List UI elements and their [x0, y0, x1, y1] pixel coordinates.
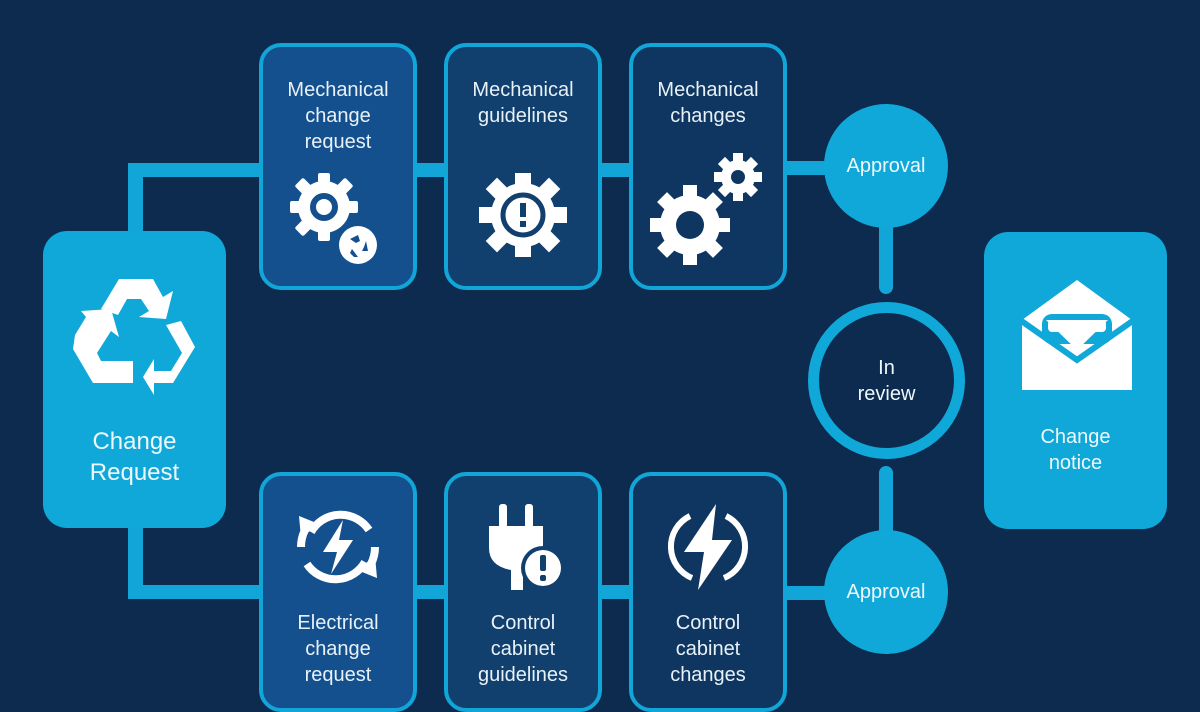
- change-request-label: Change Request: [89, 428, 180, 486]
- gear-with-cycle-icon: [290, 173, 380, 267]
- step-electrical-change-request[interactable]: Electrical change request: [259, 472, 417, 712]
- lightning-circle-icon: [667, 504, 749, 590]
- step-label: Control cabinet changes: [670, 612, 746, 686]
- step-mechanical-change-request[interactable]: Mechanical change request: [259, 43, 417, 290]
- step-label: Mechanical changes: [657, 79, 759, 127]
- step-label: Mechanical guidelines: [472, 79, 574, 127]
- gear-alert-icon: [479, 173, 567, 257]
- in-review-label: In review: [857, 356, 916, 405]
- connector-approval-to-review: [879, 220, 893, 294]
- change-notice-label: Change notice: [1040, 426, 1111, 474]
- connector-mech-1-2: [415, 163, 447, 177]
- step-control-cabinet-guidelines[interactable]: Control cabinet guidelines: [444, 472, 602, 712]
- recycle-icon: [73, 279, 195, 395]
- connector-elec-1-2: [415, 585, 447, 599]
- approval-top-label: Approval: [846, 155, 926, 177]
- step-mechanical-guidelines[interactable]: Mechanical guidelines: [444, 43, 602, 290]
- approval-bottom-node[interactable]: Approval: [824, 530, 948, 654]
- connector-start-vertical-top: [128, 163, 143, 233]
- connector-mech-2-3: [600, 163, 632, 177]
- connector-review-to-approval: [879, 466, 893, 538]
- approval-top-node[interactable]: Approval: [824, 104, 948, 228]
- step-label: Mechanical change request: [287, 79, 389, 153]
- connector-start-to-mech: [128, 163, 262, 177]
- in-review-node[interactable]: In review: [808, 302, 965, 459]
- step-control-cabinet-changes[interactable]: Control cabinet changes: [629, 472, 787, 712]
- change-notice-box[interactable]: Change notice: [984, 232, 1167, 529]
- connector-start-to-elec: [128, 585, 262, 599]
- step-label: Control cabinet guidelines: [477, 612, 569, 686]
- open-envelope-icon: [1018, 280, 1136, 390]
- connector-mech-to-approval: [785, 161, 830, 175]
- change-request-box[interactable]: Change Request: [43, 231, 226, 528]
- step-label: Electrical change request: [297, 612, 379, 686]
- step-mechanical-changes[interactable]: Mechanical changes: [629, 43, 787, 290]
- connector-start-vertical-bottom: [128, 526, 143, 598]
- connector-elec-2-3: [600, 585, 632, 599]
- lightning-refresh-icon: [296, 510, 380, 584]
- approval-bottom-label: Approval: [846, 581, 926, 603]
- connector-elec-to-approval: [785, 586, 830, 600]
- plug-alert-icon: [489, 504, 565, 590]
- gears-icon: [650, 153, 762, 265]
